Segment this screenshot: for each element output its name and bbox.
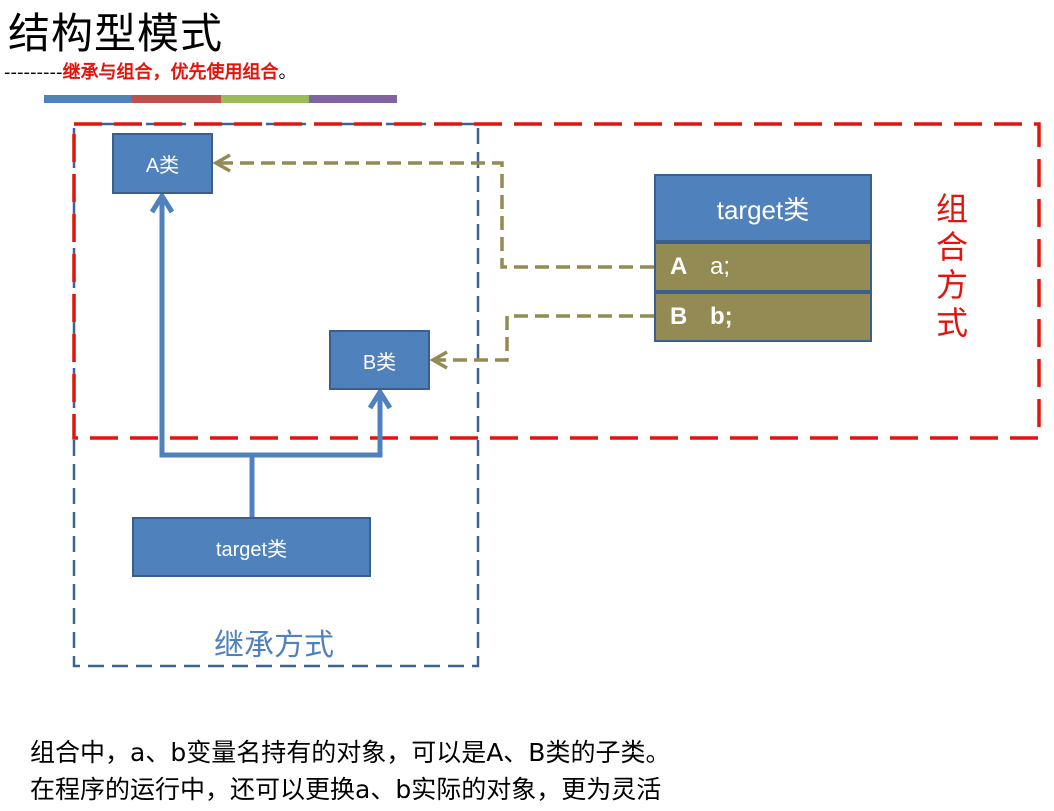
arrowhead-ref-b (429, 350, 448, 370)
inheritance-target-box: target类 (132, 517, 371, 577)
composition-label: 组合方式 (935, 190, 968, 342)
composition-target-header: target类 (654, 174, 872, 242)
reference-arrow-b (435, 314, 654, 362)
inheritance-label: 继承方式 (214, 628, 334, 663)
page-title: 结构型模式 (8, 9, 224, 58)
field-row-b: B b; (654, 292, 872, 342)
inheritance-arrow-to-b (252, 394, 383, 458)
subtitle-text: 继承与组合，优先使用组合 (62, 62, 279, 83)
class-b-box: B类 (329, 330, 430, 390)
arrowhead-b (367, 387, 393, 410)
field-type-a: A (670, 253, 688, 280)
color-bar (44, 95, 397, 103)
arrowhead-a (149, 191, 175, 214)
inheritance-arrow-to-a (159, 198, 252, 458)
color-bar-green (220, 95, 309, 103)
field-type-b: B (670, 303, 688, 330)
subtitle-end: 。 (278, 62, 297, 83)
color-bar-red (132, 95, 221, 103)
class-a-box: A类 (112, 133, 213, 194)
subtitle-dashes: --------- (4, 62, 63, 83)
note-line-1: 组合中，a、b变量名持有的对象，可以是A、B类的子类。 (30, 738, 671, 767)
color-bar-blue (44, 95, 133, 103)
composition-region (72, 122, 1041, 440)
arrowhead-ref-a (212, 153, 231, 173)
subtitle: ---------继承与组合，优先使用组合。 (4, 58, 296, 84)
inheritance-region (72, 122, 480, 668)
field-row-a: A a; (654, 242, 872, 292)
note-line-2: 在程序的运行中，还可以更换a、b实际的对象，更为灵活 (30, 775, 662, 804)
field-name-b: b; (710, 303, 733, 330)
reference-arrow-a (218, 161, 654, 269)
color-bar-purple (308, 95, 397, 103)
field-name-a: a; (710, 253, 731, 280)
